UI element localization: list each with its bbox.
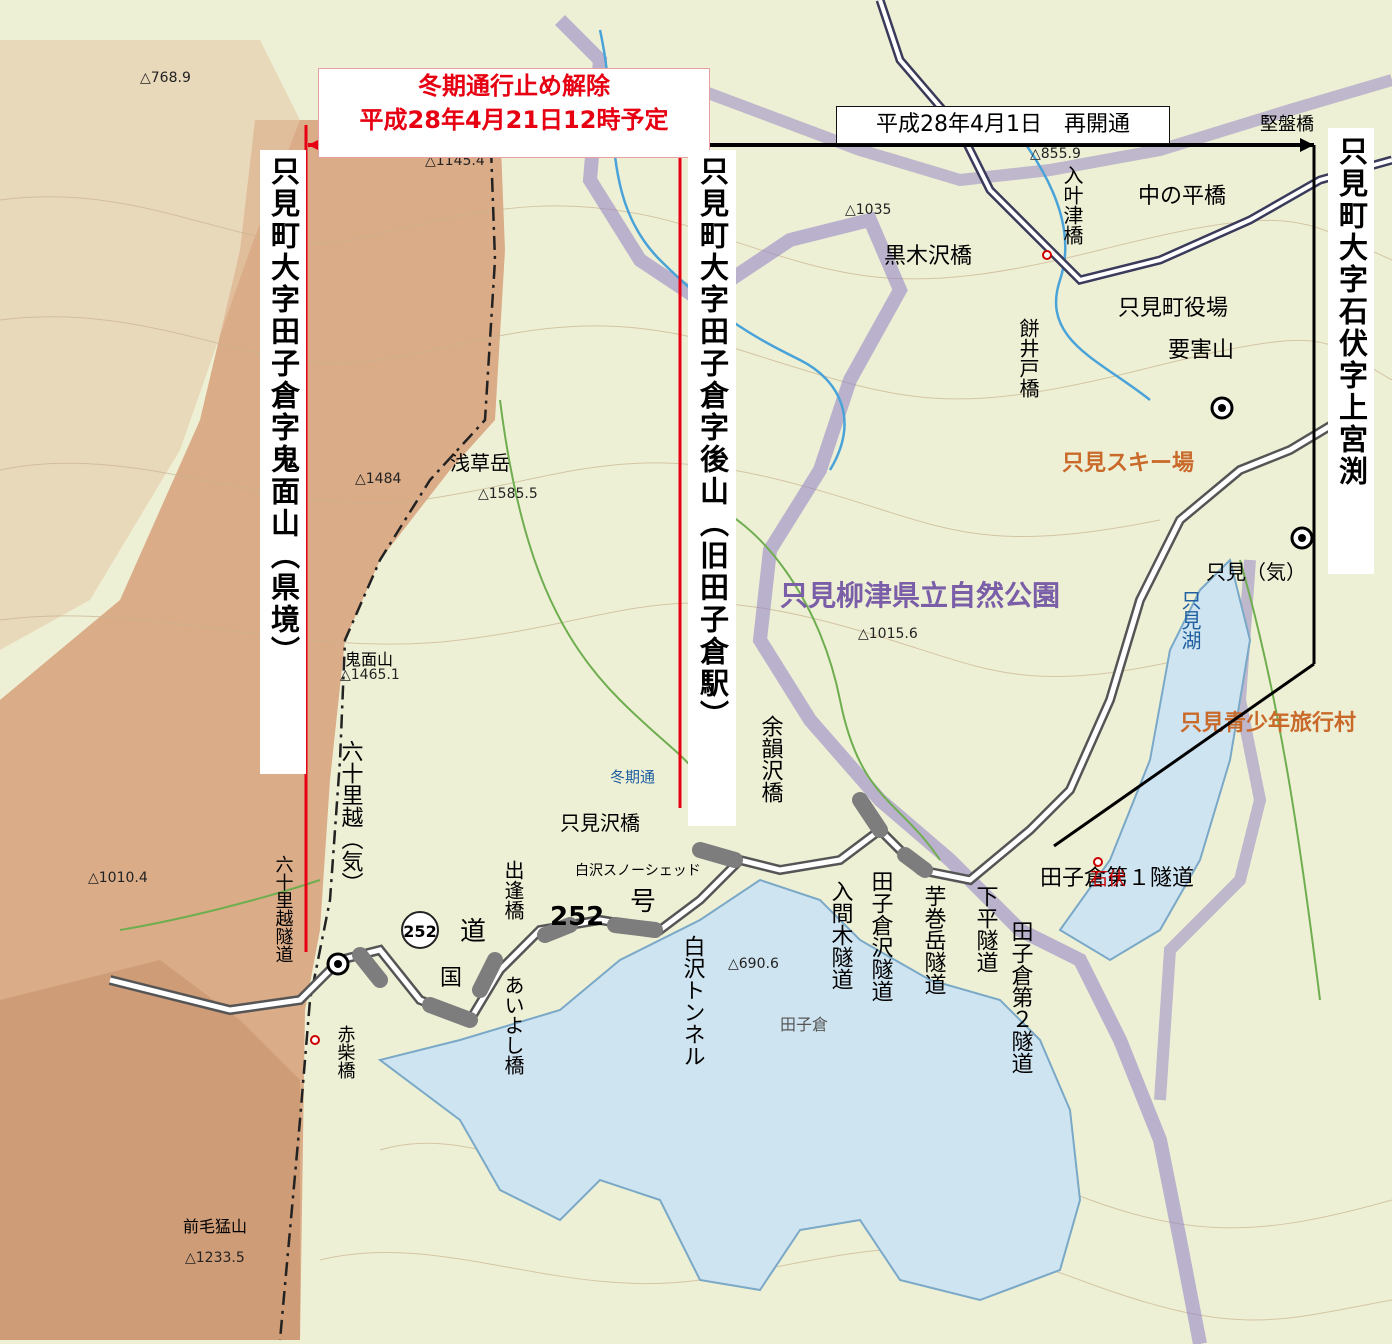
irikazu-bridge-label: 入叶津橋 bbox=[1060, 165, 1084, 246]
nakanotaira-bridge-label: 中の平橋 bbox=[1138, 184, 1226, 209]
markers bbox=[310, 250, 1314, 1045]
elevation-1035: △1035 bbox=[845, 202, 891, 218]
winter-closure-title: 冬期通行止め解除 bbox=[418, 72, 610, 100]
elevation-labels: △768.9 △1145.4 △1484 △1585.5 △1465.1 △10… bbox=[88, 70, 1081, 1266]
akashiba-bridge-label: 赤柴橋 bbox=[335, 1025, 356, 1080]
reopen-lines bbox=[686, 138, 1316, 848]
tagokura-2-tunnel-label: 田子倉第２隧道 bbox=[1008, 920, 1034, 1074]
mochiido-bridge-label: 餅井戸橋 bbox=[1016, 318, 1040, 399]
right-endpoint-label: 只見町大字石伏字上宮渕 bbox=[1334, 136, 1369, 488]
mountain-label-youhai: 要害山 bbox=[1168, 338, 1234, 363]
youth-house-label: 只見青少年旅行村 bbox=[1180, 710, 1356, 736]
ishibuse-label: 石伏 bbox=[1090, 869, 1126, 890]
route-word-koku: 国 bbox=[440, 966, 462, 991]
rokujurigoe-tunnel-label: 六十里越隧道 bbox=[273, 855, 294, 963]
tagokurasawa-tunnel-label: 田子倉沢隧道 bbox=[868, 870, 894, 1002]
elevation-1010: △1010.4 bbox=[88, 870, 148, 886]
snowsheds bbox=[352, 792, 933, 1028]
route-word-doro: 道 bbox=[460, 917, 486, 947]
route-number-label: 252 bbox=[550, 902, 604, 932]
kimenzan-label: 鬼面山 bbox=[345, 650, 393, 669]
route-shield-number: 252 bbox=[403, 922, 436, 941]
route-shield bbox=[401, 911, 439, 949]
deai-bridge-label: 出逢橋 bbox=[501, 860, 525, 921]
route-word-go: 号 bbox=[630, 887, 656, 917]
elevation-1585: △1585.5 bbox=[478, 486, 538, 502]
elevation-690: △690.6 bbox=[728, 956, 779, 972]
route-252 bbox=[108, 415, 1343, 1027]
lake-label: 只見湖 bbox=[1178, 590, 1202, 650]
shirasawa-tunnel-label: 白沢トンネル bbox=[680, 935, 706, 1067]
elevation-1484: △1484 bbox=[355, 471, 401, 487]
asakusa-dake-label: 浅草岳 bbox=[450, 451, 510, 475]
prefecture-boundary bbox=[278, 119, 497, 1341]
shirasawa-snowshed-label: 白沢スノーシェッド bbox=[575, 863, 701, 879]
terrain-slope-southwest bbox=[0, 960, 300, 1340]
winter-closure-date: 平成28年4月21日12時予定 bbox=[359, 106, 669, 134]
elevation-855: △855.9 bbox=[1030, 146, 1081, 162]
park-boundary-north bbox=[697, 74, 1392, 187]
tadamisawa-bridge-label: 只見沢橋 bbox=[560, 811, 640, 835]
left-endpoint-box: 只見町大字田子倉字鬼面山（県境） bbox=[260, 150, 306, 774]
vertical-map-labels: 六十里越（気） 六十里越隧道 赤柴橋 出逢橋 あいよし橋 白沢トンネル 余韻沢橋… bbox=[273, 165, 1203, 1080]
ski-area-label: 只見スキー場 bbox=[1062, 451, 1194, 476]
elevation-1233: △1233.5 bbox=[185, 1250, 245, 1266]
elevation-768: △768.9 bbox=[140, 70, 191, 86]
lake-tadami bbox=[1058, 558, 1252, 962]
tagokura-area-label: 田子倉 bbox=[780, 1015, 828, 1034]
kurokisawa-bridge-label: 黒木沢橋 bbox=[884, 244, 972, 269]
middle-endpoint-box: 只見町大字田子倉字後山（旧田子倉駅） bbox=[688, 150, 736, 826]
reopening-callout: 平成28年4月1日 再開通 bbox=[836, 106, 1170, 144]
right-endpoint-box: 只見町大字石伏字上宮渕 bbox=[1328, 128, 1374, 574]
town-office-label: 只見町役場 bbox=[1118, 296, 1228, 321]
winter-closure-callout: 冬期通行止め解除 平成28年4月21日12時予定 bbox=[318, 68, 710, 158]
terrain-slope-west bbox=[0, 40, 300, 650]
irumaki-tunnel-label: 入間木隧道 bbox=[828, 880, 854, 990]
tagokura-1-tunnel-label: 田子倉第１隧道 bbox=[1040, 866, 1194, 891]
shimotaira-tunnel-label: 下平隧道 bbox=[973, 885, 999, 973]
map-labels: 252 道 国 号 只見柳津県立自然公園 只見町役場 要害山 只見スキー場 只見… bbox=[183, 114, 1356, 1236]
tadami-station-label: 只見（気） bbox=[1206, 560, 1306, 584]
reopen-pointer-line bbox=[1053, 662, 1315, 848]
middle-endpoint-label: 只見町大字田子倉字後山（旧田子倉駅） bbox=[695, 156, 730, 732]
winter-closure-short-label: 冬期通 bbox=[610, 768, 655, 786]
maekemoudake-label: 前毛猛山 bbox=[183, 1217, 247, 1236]
lake-tagokura bbox=[377, 878, 1082, 1302]
aiyoshi-bridge-label: あいよし橋 bbox=[501, 975, 525, 1076]
yoinsawa-bridge-label: 余韻沢橋 bbox=[758, 715, 784, 803]
left-endpoint-label: 只見町大字田子倉字鬼面山（県境） bbox=[266, 156, 301, 668]
kenban-bridge-label: 堅盤橋 bbox=[1260, 114, 1314, 135]
imomakidake-tunnel-label: 芋巻岳隧道 bbox=[921, 885, 947, 995]
route-289 bbox=[875, 0, 1392, 285]
park-label: 只見柳津県立自然公園 bbox=[780, 579, 1060, 612]
elevation-1465: △1465.1 bbox=[340, 667, 400, 683]
rokujurigoe-label: 六十里越（気） bbox=[338, 740, 364, 894]
elevation-1015: △1015.6 bbox=[858, 626, 918, 642]
